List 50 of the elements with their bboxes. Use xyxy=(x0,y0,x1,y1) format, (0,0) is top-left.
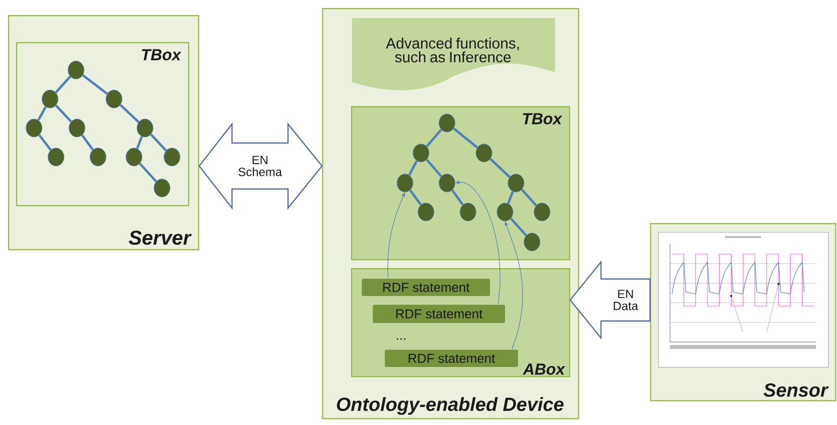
tree-line xyxy=(409,189,422,206)
tree-line xyxy=(507,191,514,204)
tree-node-circle xyxy=(418,202,434,222)
tree-node-circle xyxy=(68,60,84,80)
tree-line xyxy=(136,136,143,149)
tree-line xyxy=(82,74,108,95)
tree-node-circle xyxy=(438,114,456,132)
tree-node-circle xyxy=(524,232,540,252)
tree-node-circle xyxy=(496,202,514,222)
tree-node-circle xyxy=(164,148,180,166)
tree-node-circle xyxy=(508,174,524,192)
tree-node-circle xyxy=(412,144,430,162)
statement-bar: RDF statement xyxy=(361,278,491,297)
tree-line xyxy=(55,104,72,122)
tree-node-circle xyxy=(126,148,142,166)
tree-line xyxy=(510,218,528,236)
tree-line xyxy=(120,104,140,123)
tree-line xyxy=(54,76,72,94)
tree-line xyxy=(37,106,47,121)
tree-node-circle xyxy=(90,148,106,166)
tree-node-circle xyxy=(154,178,170,198)
tree-node-circle xyxy=(48,148,64,166)
tree-node-circle xyxy=(42,90,58,108)
tree-node-circle xyxy=(68,118,86,138)
tree-line xyxy=(150,134,167,152)
tree-line xyxy=(520,188,538,206)
tree-line xyxy=(408,160,418,176)
tree-line xyxy=(38,134,52,151)
ellipsis: ... xyxy=(396,338,406,340)
tree-node-circle xyxy=(136,118,154,138)
tree-node-circle xyxy=(396,174,414,192)
tree-line xyxy=(138,162,158,182)
tree-node-circle xyxy=(106,90,122,108)
tree-line xyxy=(426,128,442,148)
edge-label: EN Data xyxy=(604,289,647,311)
picture xyxy=(658,232,829,368)
tree-node-circle xyxy=(534,202,550,222)
tree-line xyxy=(490,158,510,178)
tree-node-circle xyxy=(460,202,476,222)
tree-node-circle xyxy=(438,174,456,192)
tree-node-circle xyxy=(26,118,42,138)
tbox-panel: TBox xyxy=(351,106,570,260)
tree-line xyxy=(426,158,442,178)
tree-line xyxy=(81,134,94,151)
edge-label: EN Schema xyxy=(234,155,286,177)
statement-bar: RDF statement xyxy=(372,304,506,324)
tree-line xyxy=(452,127,478,148)
statement-bar: RDF statement xyxy=(384,349,519,368)
tree-line xyxy=(451,189,464,206)
tree-node-circle xyxy=(476,144,492,162)
